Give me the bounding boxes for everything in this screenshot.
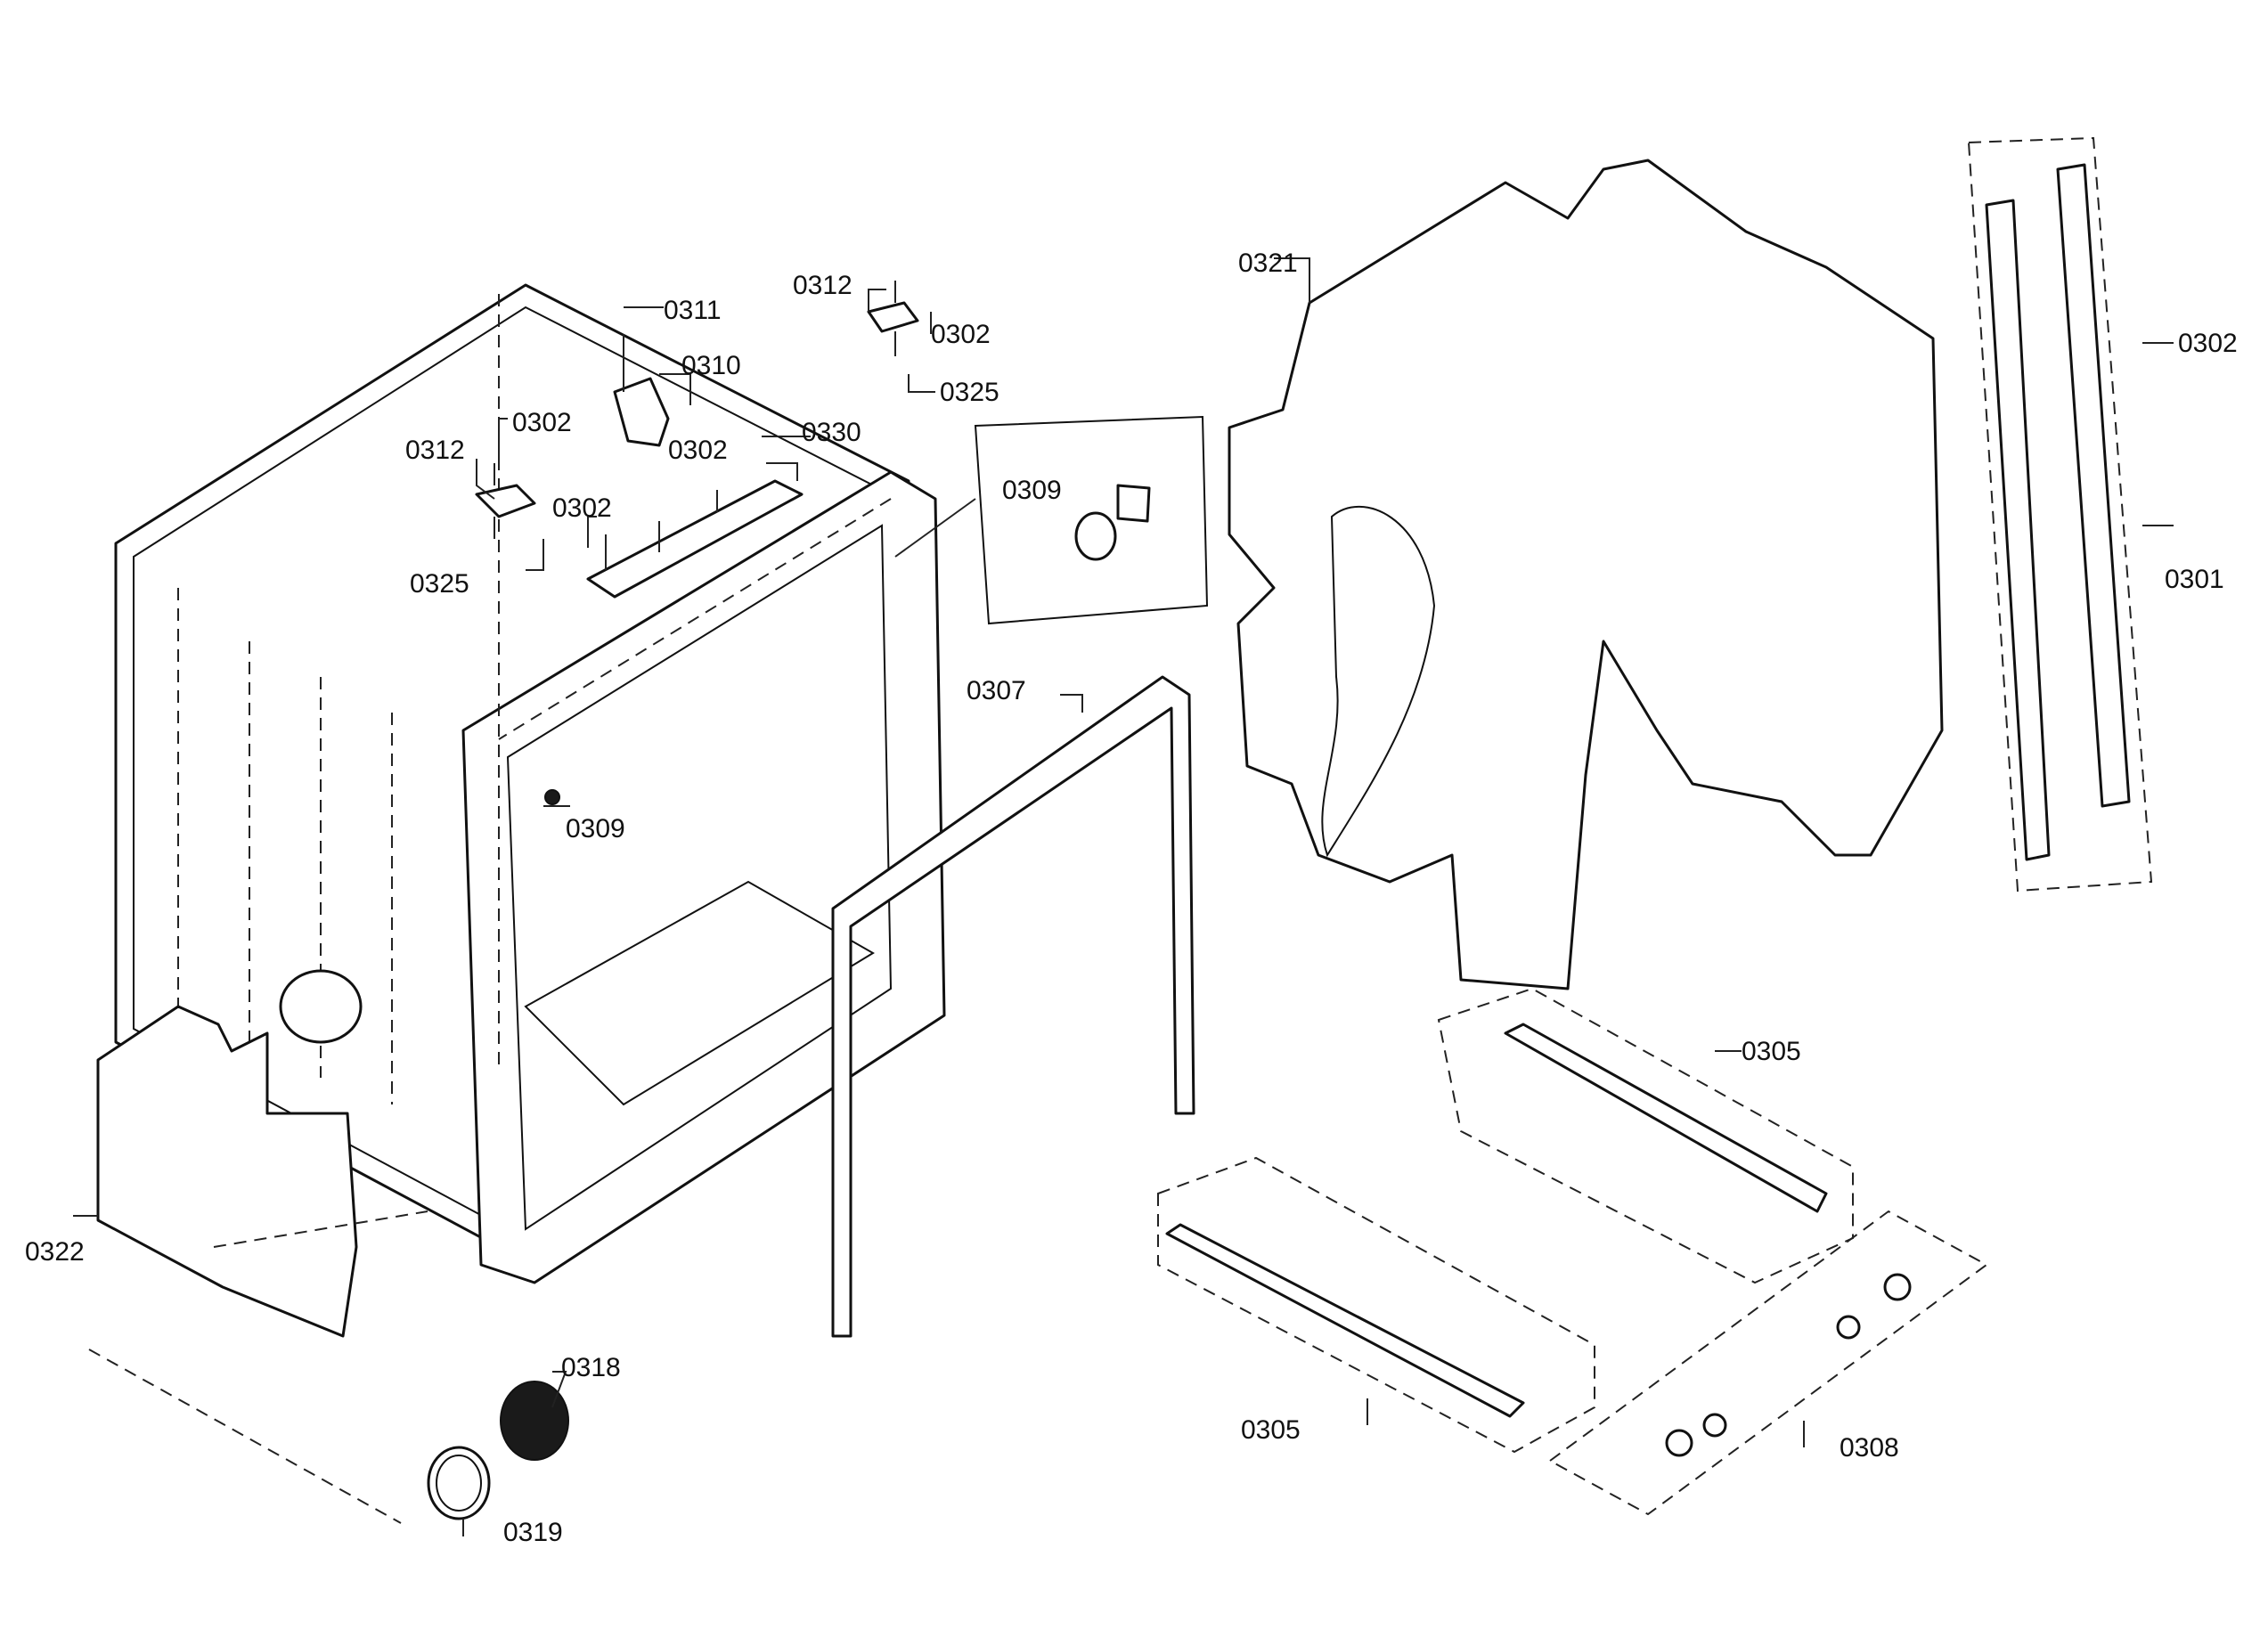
callout-0318: 0318 [561, 1353, 621, 1382]
callout-0330: 0330 [802, 418, 861, 447]
callout-0311: 0311 [664, 296, 722, 325]
callout-0308: 0308 [1840, 1433, 1899, 1463]
pad-0309 [1116, 484, 1151, 523]
callout-0321: 0321 [1238, 249, 1298, 278]
wheel-b [1665, 1429, 1693, 1457]
hinge-bracket-0310 [613, 377, 670, 447]
wheel-a [1883, 1273, 1912, 1301]
rail-0305-lower-box [1157, 1156, 1595, 1454]
rail-right [2056, 163, 2131, 808]
rail-0305-upper-box [1437, 987, 1854, 1284]
clip-0312-left [475, 484, 536, 518]
callout-0309-b: 0309 [566, 814, 625, 844]
tub-drain-opening [279, 969, 363, 1044]
tub-front-frame [461, 470, 946, 1284]
rail-0305-lower [1165, 1223, 1525, 1418]
top-brackets [475, 281, 919, 599]
tub-fastener [544, 789, 560, 805]
callout-0302-c: 0302 [552, 493, 612, 523]
tub-floor [524, 880, 875, 1106]
seal-ring-0319 [427, 1446, 491, 1520]
axle-a [1836, 1315, 1861, 1340]
callout-0307: 0307 [967, 676, 1026, 705]
tub-front-opening [506, 524, 893, 1231]
seal-ring-inner [436, 1455, 482, 1512]
door-seal-0307 [831, 675, 1195, 1338]
mount-strip-0330 [586, 479, 804, 599]
panel-guide-lines [88, 1210, 428, 1524]
rail-left [1985, 199, 2051, 861]
detail-0309-box [894, 415, 1209, 625]
wheel-kit-box [1548, 1210, 1988, 1516]
screw-lines [494, 281, 896, 570]
callout-0312-a: 0312 [405, 436, 465, 465]
callout-0325-a: 0325 [410, 569, 469, 599]
rails-group-box [1967, 136, 2153, 892]
insulation-blanket-0321 [1228, 159, 1944, 990]
callout-0302-b: 0302 [668, 436, 728, 465]
callout-0302-a: 0302 [512, 408, 572, 437]
rail-0305-upper [1504, 1023, 1828, 1213]
callout-0302-d: 0302 [931, 320, 991, 349]
detail-leader [894, 498, 976, 558]
rail-0305-upper-group [1437, 987, 1854, 1284]
washer-0309 [1074, 511, 1117, 561]
callout-0322: 0322 [25, 1237, 85, 1267]
clip-0312-right [867, 301, 919, 333]
side-rails-0301 [1967, 136, 2153, 892]
blanket-cutout [1321, 505, 1436, 858]
callout-0302-e: 0302 [2178, 329, 2238, 358]
callout-0319: 0319 [503, 1518, 563, 1547]
callout-labels: 0311 0310 0302 0312 0302 0330 0302 0325 … [25, 249, 2238, 1547]
wheel-kit-0308 [1548, 1210, 1988, 1516]
rail-0305-lower-group [1157, 1156, 1595, 1454]
callout-0325-b: 0325 [940, 378, 999, 407]
filter-0318 [500, 1381, 569, 1461]
callout-0305-b: 0305 [1241, 1415, 1301, 1445]
callout-0312-b: 0312 [793, 271, 853, 300]
tub-hidden-rear [177, 294, 892, 1104]
callout-0309-a: 0309 [1002, 476, 1062, 505]
callout-0305-a: 0305 [1742, 1037, 1801, 1066]
callout-leaders [73, 257, 2174, 1536]
callout-0301: 0301 [2165, 565, 2224, 594]
detail-frame [974, 415, 1209, 625]
front-panel-0322 [96, 1005, 358, 1338]
axle-b [1702, 1413, 1727, 1438]
callout-0310: 0310 [681, 351, 741, 380]
